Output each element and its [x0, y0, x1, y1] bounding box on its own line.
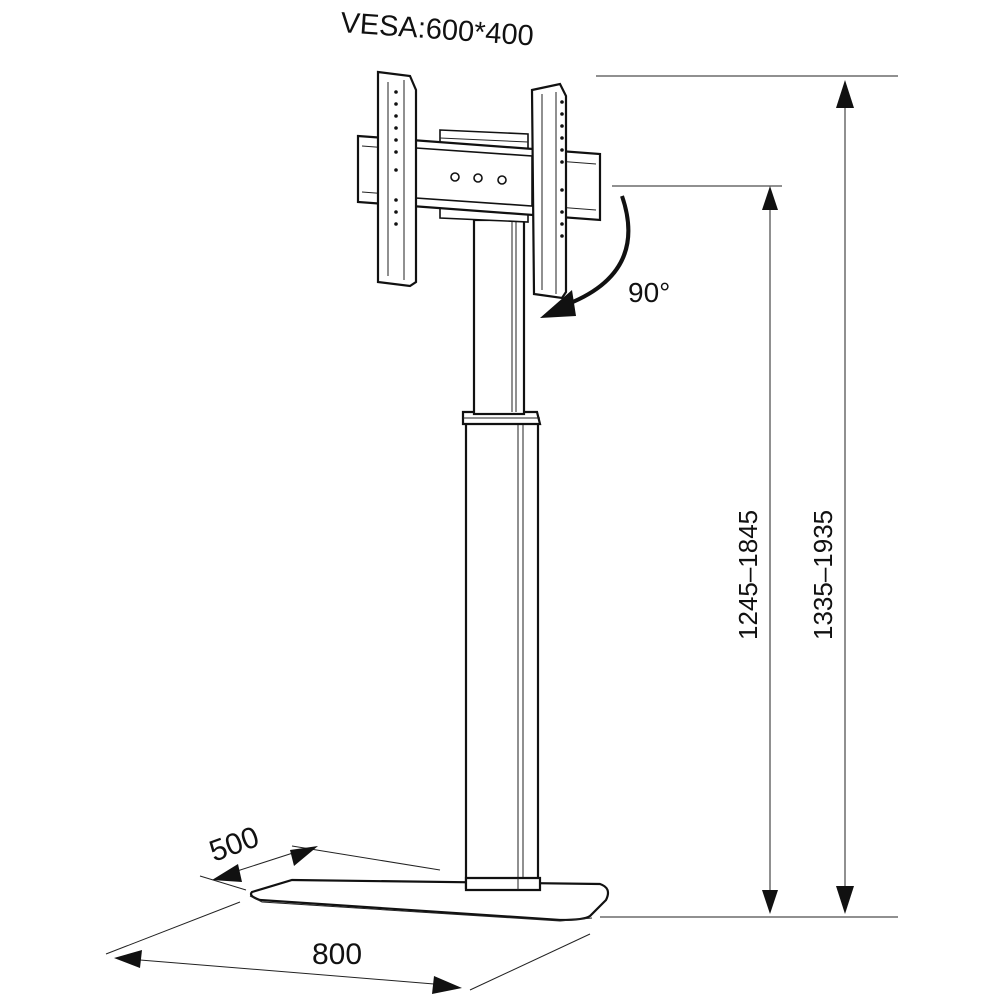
- base-plate: [249, 878, 610, 922]
- height-inner-label: 1245–1845: [733, 510, 763, 640]
- base-depth-label: 500: [205, 820, 263, 868]
- vesa-label: VESA:600*400: [340, 7, 535, 52]
- height-extension-lines: [596, 75, 898, 918]
- rotation-label: 90°: [628, 277, 670, 308]
- base-width-label: 800: [312, 938, 362, 971]
- base-width-dimension: [105, 901, 591, 994]
- height-dimension-outer: [836, 80, 854, 914]
- pole-upper: [472, 218, 526, 416]
- vertical-mount-arm-left: [376, 70, 418, 288]
- height-dimension-inner: [762, 186, 778, 914]
- vertical-mount-arm-right: [530, 82, 568, 300]
- rotation-arrow: [540, 195, 631, 318]
- base-depth-dimension: [199, 845, 441, 891]
- pole-lower: [461, 410, 542, 892]
- height-outer-label: 1335–1935: [808, 510, 838, 640]
